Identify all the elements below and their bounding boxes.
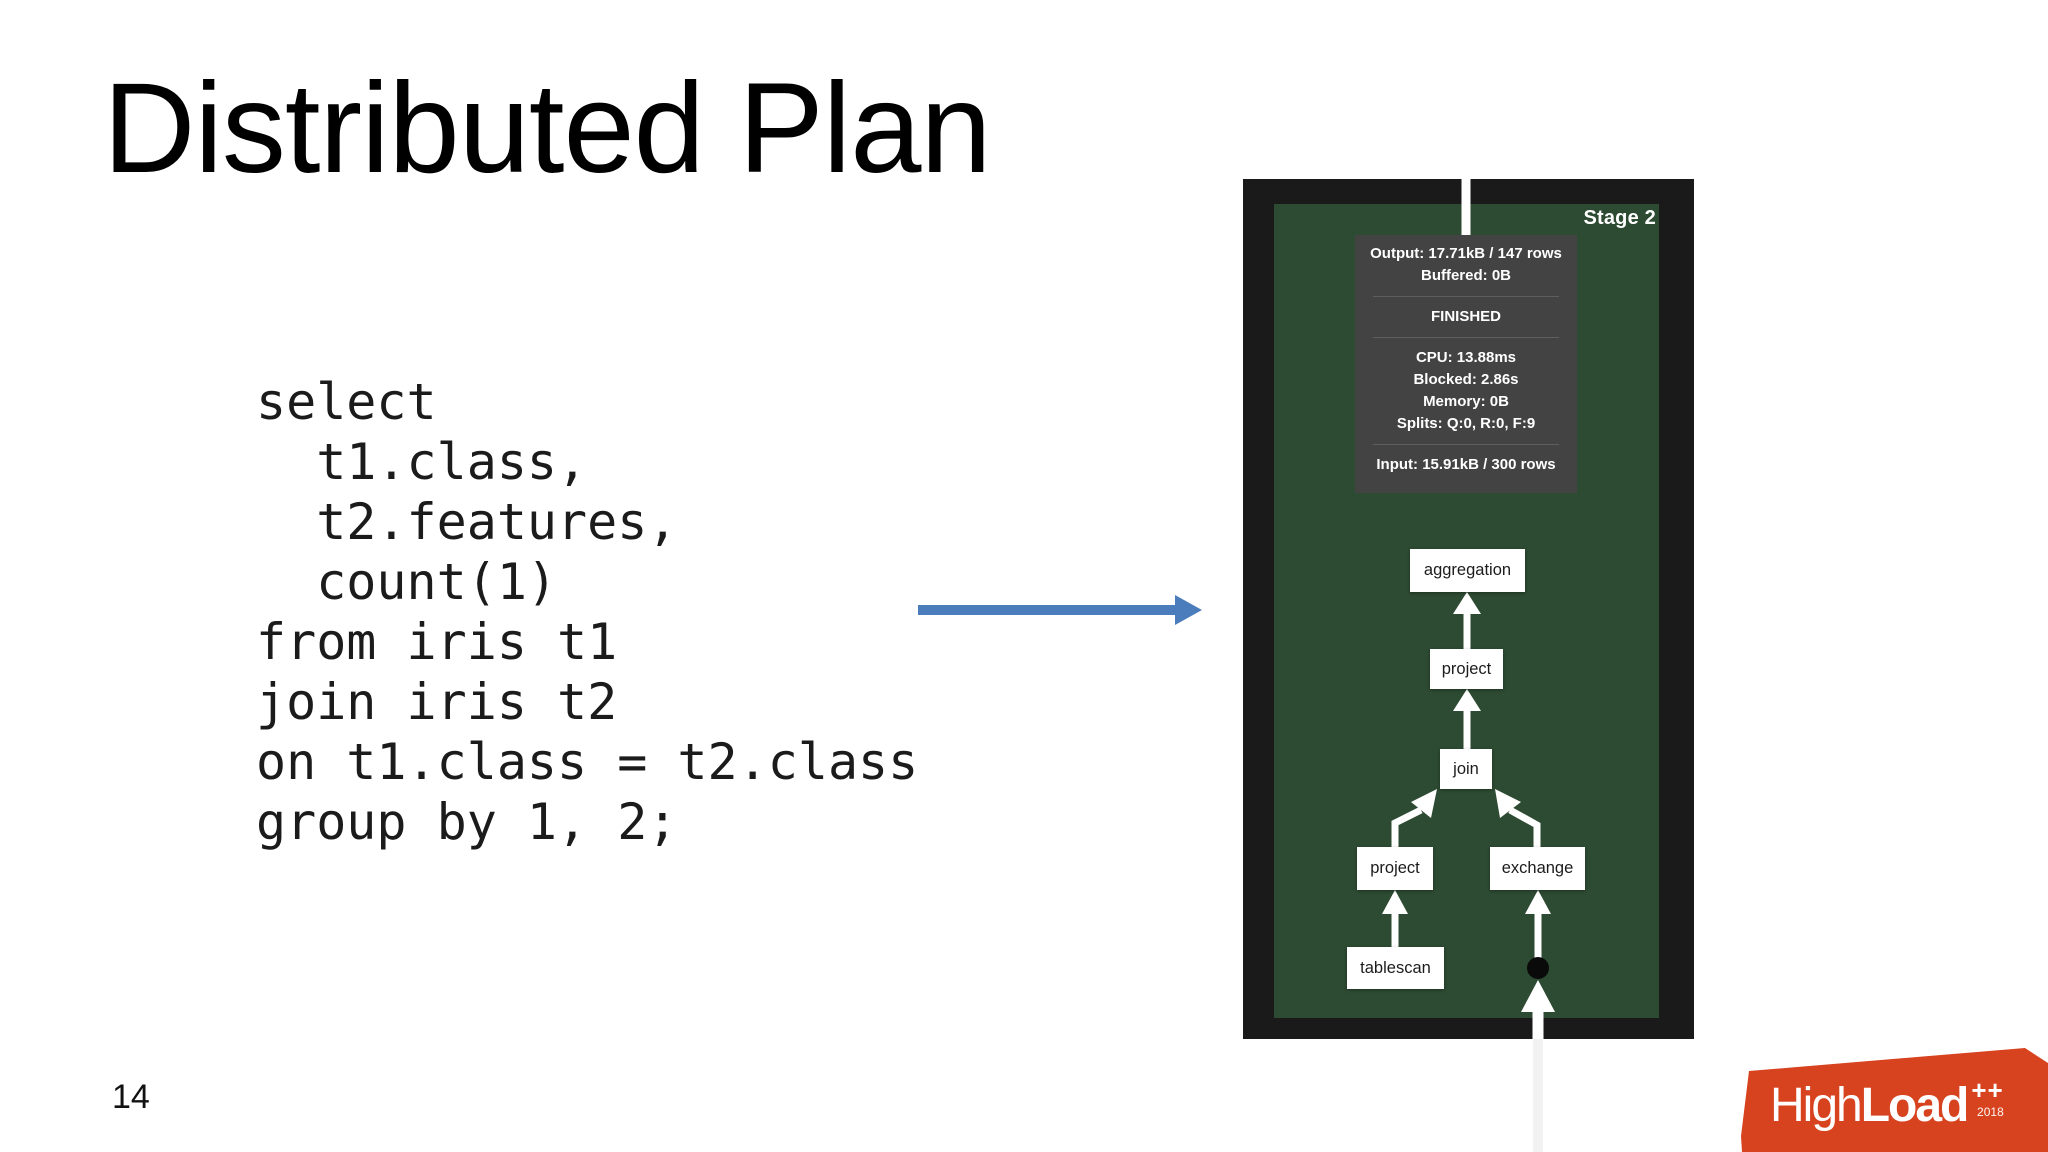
stats-divider xyxy=(1373,296,1559,297)
arrow-tablescan-to-project-shaft xyxy=(1391,910,1399,948)
stage-label: Stage 2 xyxy=(1583,207,1656,229)
plan-node-aggregation: aggregation xyxy=(1410,549,1525,592)
plan-node-project-upper: project xyxy=(1430,649,1503,689)
arrow-projectlower-to-join-shaft xyxy=(1391,806,1423,849)
right-arrow-head xyxy=(1175,595,1202,625)
arrow-project-to-aggregation-head xyxy=(1453,592,1481,614)
stats-blocked: Blocked: 2.86s xyxy=(1413,371,1519,388)
arrow-exchange-to-join-shaft xyxy=(1508,806,1541,849)
stats-cpu: CPU: 13.88ms xyxy=(1415,349,1517,366)
arrow-project-to-aggregation-shaft xyxy=(1463,610,1471,650)
logo-plus-plus: ++ xyxy=(1971,1075,2004,1105)
arrow-tablescan-to-project-head xyxy=(1382,890,1408,914)
arrow-join-to-project-head xyxy=(1453,689,1481,711)
sql-code-line: select xyxy=(256,373,437,431)
sql-code-block: select t1.class, t2.features, count(1) f… xyxy=(256,372,918,852)
arrow-dot-to-exchange-head xyxy=(1525,890,1551,914)
stats-input: Input: 15.91kB / 300 rows xyxy=(1376,456,1556,473)
incoming-arrow-head xyxy=(1521,980,1555,1012)
sql-code-line: t2.features, xyxy=(256,493,678,551)
plan-node-join: join xyxy=(1440,749,1492,789)
sql-code-line: join iris t2 xyxy=(256,673,618,731)
stats-status: FINISHED xyxy=(1430,308,1501,325)
slide-title: Distributed Plan xyxy=(103,57,992,200)
incoming-arrow-shaft xyxy=(1532,1007,1544,1039)
logo-brand-light: High xyxy=(1770,1079,1863,1132)
plan-node-project-lower: project xyxy=(1357,847,1433,890)
stats-divider xyxy=(1373,444,1559,445)
right-arrow-shaft xyxy=(918,605,1178,615)
plan-tree-arrows xyxy=(1382,179,1555,1039)
stats-memory: Memory: 0B xyxy=(1423,393,1509,410)
right-arrow-icon xyxy=(918,595,1202,625)
arrow-dot-to-exchange-shaft xyxy=(1534,910,1542,958)
incoming-line-top xyxy=(1461,179,1471,235)
plan-node-exchange: exchange xyxy=(1490,847,1585,890)
plan-node-tablescan: tablescan xyxy=(1347,947,1444,989)
query-plan-panel: Stage 2 Output: 17.71kB / 147 rows Buffe… xyxy=(1243,179,1694,1039)
arrow-join-to-project-shaft xyxy=(1463,707,1471,750)
logo-superscript: ++ 2018 xyxy=(1971,1075,2004,1119)
arrow-projectlower-to-join-head xyxy=(1411,789,1437,818)
arrow-exchange-to-join-head xyxy=(1495,789,1521,818)
stats-buffered: Buffered: 0B xyxy=(1420,267,1511,284)
sql-code-line: t1.class, xyxy=(256,433,588,491)
sql-code-line: on t1.class = t2.class xyxy=(256,733,919,791)
logo-brand-bold: Load xyxy=(1860,1079,1970,1132)
sql-code-line: group by 1, 2; xyxy=(256,793,678,851)
logo-year: 2018 xyxy=(1977,1105,2004,1119)
incoming-line-below-panel xyxy=(1533,1039,1543,1152)
stats-splits: Splits: Q:0, R:0, F:9 xyxy=(1396,415,1536,432)
sql-code-line: from iris t1 xyxy=(256,613,618,671)
sql-code-line: count(1) xyxy=(256,553,558,611)
stage-stats-box: Output: 17.71kB / 147 rows Buffered: 0B … xyxy=(1355,235,1577,493)
stats-output: Output: 17.71kB / 147 rows xyxy=(1370,245,1562,262)
exchange-source-dot xyxy=(1527,957,1549,979)
stats-divider xyxy=(1373,337,1559,338)
page-number: 14 xyxy=(112,1078,150,1116)
